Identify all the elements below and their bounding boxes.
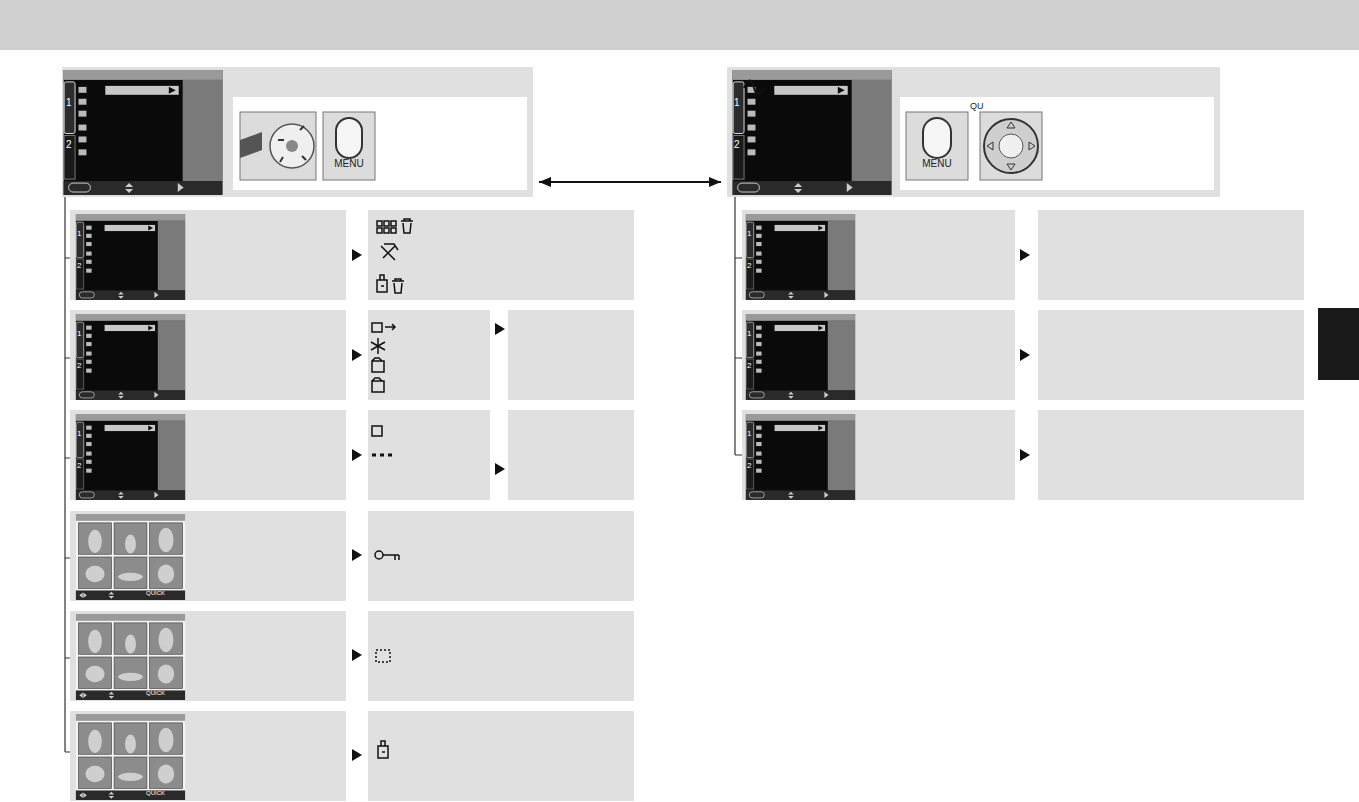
button-label: MENU xyxy=(323,159,375,169)
menu-panel: MENU xyxy=(62,67,533,197)
chapter-tab xyxy=(1318,308,1359,380)
tab-number: 1 xyxy=(734,98,740,108)
tree-lines xyxy=(65,197,744,752)
tab-number: 2 xyxy=(747,462,751,470)
tab-number: 2 xyxy=(747,362,751,370)
menu-button xyxy=(323,112,968,180)
multi-selector xyxy=(980,112,1042,180)
screens xyxy=(76,214,855,800)
double-arrow xyxy=(539,181,721,183)
tab-number: 2 xyxy=(77,262,81,270)
mode-icons xyxy=(744,81,764,95)
tab-number: 1 xyxy=(747,230,751,238)
tab-number: 2 xyxy=(77,462,81,470)
button-label: MENU xyxy=(906,159,968,169)
pointer-triangles xyxy=(352,249,1030,761)
screen-label: QUICK xyxy=(146,790,165,796)
item-panels xyxy=(70,210,1304,801)
menu-panels xyxy=(62,67,1220,197)
tab-number: 1 xyxy=(66,98,72,108)
header-band xyxy=(0,0,1359,50)
tab-number: 1 xyxy=(77,430,81,438)
button-label: QU xyxy=(970,102,984,111)
tab-number: 1 xyxy=(747,430,751,438)
tab-number: 2 xyxy=(734,140,740,150)
tab-number: 2 xyxy=(747,262,751,270)
screen-label: QUICK xyxy=(146,590,165,596)
tab-number: 1 xyxy=(77,230,81,238)
tab-number: 1 xyxy=(77,330,81,338)
tab-number: 1 xyxy=(747,330,751,338)
menu-icons xyxy=(371,219,413,758)
tab-number: 2 xyxy=(66,140,72,150)
camera-dial xyxy=(240,112,316,180)
menu-panel: MENU xyxy=(727,67,1220,197)
tab-number: 2 xyxy=(77,362,81,370)
screen-label: QUICK xyxy=(146,690,165,696)
